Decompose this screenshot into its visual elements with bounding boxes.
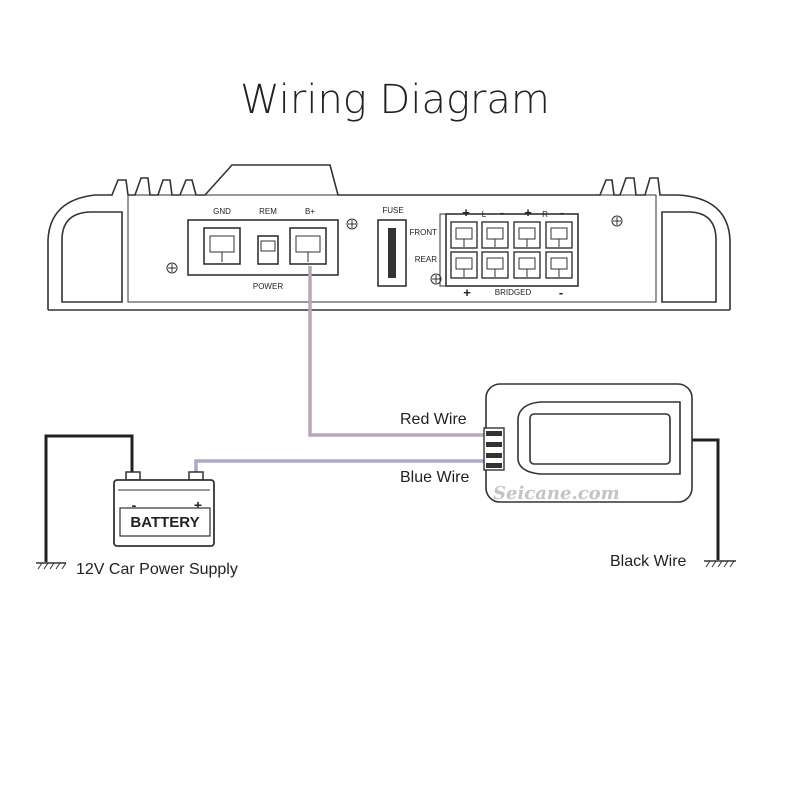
label-left: L	[482, 210, 487, 219]
label-front: FRONT	[409, 228, 437, 237]
label-black-wire: Black Wire	[610, 553, 687, 570]
screw-icon	[346, 218, 358, 230]
amplifier-left-endcap	[61, 211, 123, 303]
terminal-bplus	[289, 227, 327, 265]
battery: - + BATTERY	[113, 471, 215, 547]
terminal-gnd	[203, 227, 241, 265]
screw-icon	[166, 262, 178, 274]
ground-icon	[36, 562, 67, 570]
remote-module: Seicane.com	[483, 383, 693, 504]
speaker-terminal-block	[445, 213, 579, 287]
speaker-terminal-icon	[450, 251, 478, 279]
speaker-terminals	[450, 221, 573, 279]
label-bplus: B+	[305, 207, 315, 216]
speaker-terminal-icon	[513, 221, 541, 249]
label-right: R	[542, 210, 548, 219]
battery-negative-post	[125, 471, 141, 481]
label-power-supply: 12V Car Power Supply	[76, 561, 238, 578]
speaker-terminal-icon	[513, 251, 541, 279]
module-connector	[483, 427, 505, 471]
black-wire	[690, 438, 720, 560]
ground-icon	[704, 560, 736, 568]
power-terminal-block	[187, 219, 339, 276]
page-title: Wiring Diagram	[240, 77, 550, 123]
label-power: POWER	[253, 282, 283, 291]
label-right-minus: -	[560, 205, 564, 220]
label-left-plus: +	[462, 205, 470, 220]
module-top-face	[517, 401, 681, 475]
label-rear: REAR	[415, 255, 437, 264]
fuse-icon	[388, 228, 396, 278]
connector-pin-icon	[486, 431, 502, 436]
watermark-logo: Seicane.com	[493, 483, 620, 504]
screw-icon	[430, 273, 442, 285]
label-red-wire: Red Wire	[400, 411, 467, 428]
connector-pin-icon	[486, 442, 502, 447]
label-right-plus: +	[524, 205, 532, 220]
battery-plus-sign: +	[194, 497, 202, 513]
label-bridged: BRIDGED	[495, 288, 532, 297]
battery-label: BATTERY	[130, 514, 199, 531]
amplifier: GND REM B+ POWER FUSE FRONT REAR + L - +…	[47, 164, 731, 311]
label-fuse: FUSE	[382, 206, 403, 215]
speaker-block-bracket	[439, 213, 446, 287]
module-window	[529, 413, 671, 465]
speaker-terminal-icon	[481, 251, 509, 279]
amplifier-panel	[127, 194, 657, 303]
connector-pin-icon	[486, 453, 502, 458]
speaker-terminal-icon	[450, 221, 478, 249]
screw-icon	[611, 215, 623, 227]
fuse-holder	[377, 219, 407, 287]
label-gnd: GND	[213, 207, 231, 216]
amplifier-right-endcap	[661, 211, 717, 303]
terminal-rem	[257, 235, 279, 265]
battery-positive-post	[188, 471, 204, 481]
red-wire	[308, 266, 490, 437]
label-left-minus: -	[500, 205, 504, 220]
speaker-terminal-icon	[545, 221, 573, 249]
battery-minus-sign: -	[132, 497, 137, 513]
battery-label-box	[119, 507, 211, 537]
label-rem: REM	[259, 207, 277, 216]
label-bridged-minus: -	[559, 285, 563, 300]
label-bridged-plus: +	[463, 285, 471, 300]
speaker-terminal-icon	[545, 251, 573, 279]
battery-ground-wire	[44, 434, 134, 562]
label-blue-wire: Blue Wire	[400, 469, 469, 486]
speaker-terminal-icon	[481, 221, 509, 249]
connector-pin-icon	[486, 463, 502, 468]
